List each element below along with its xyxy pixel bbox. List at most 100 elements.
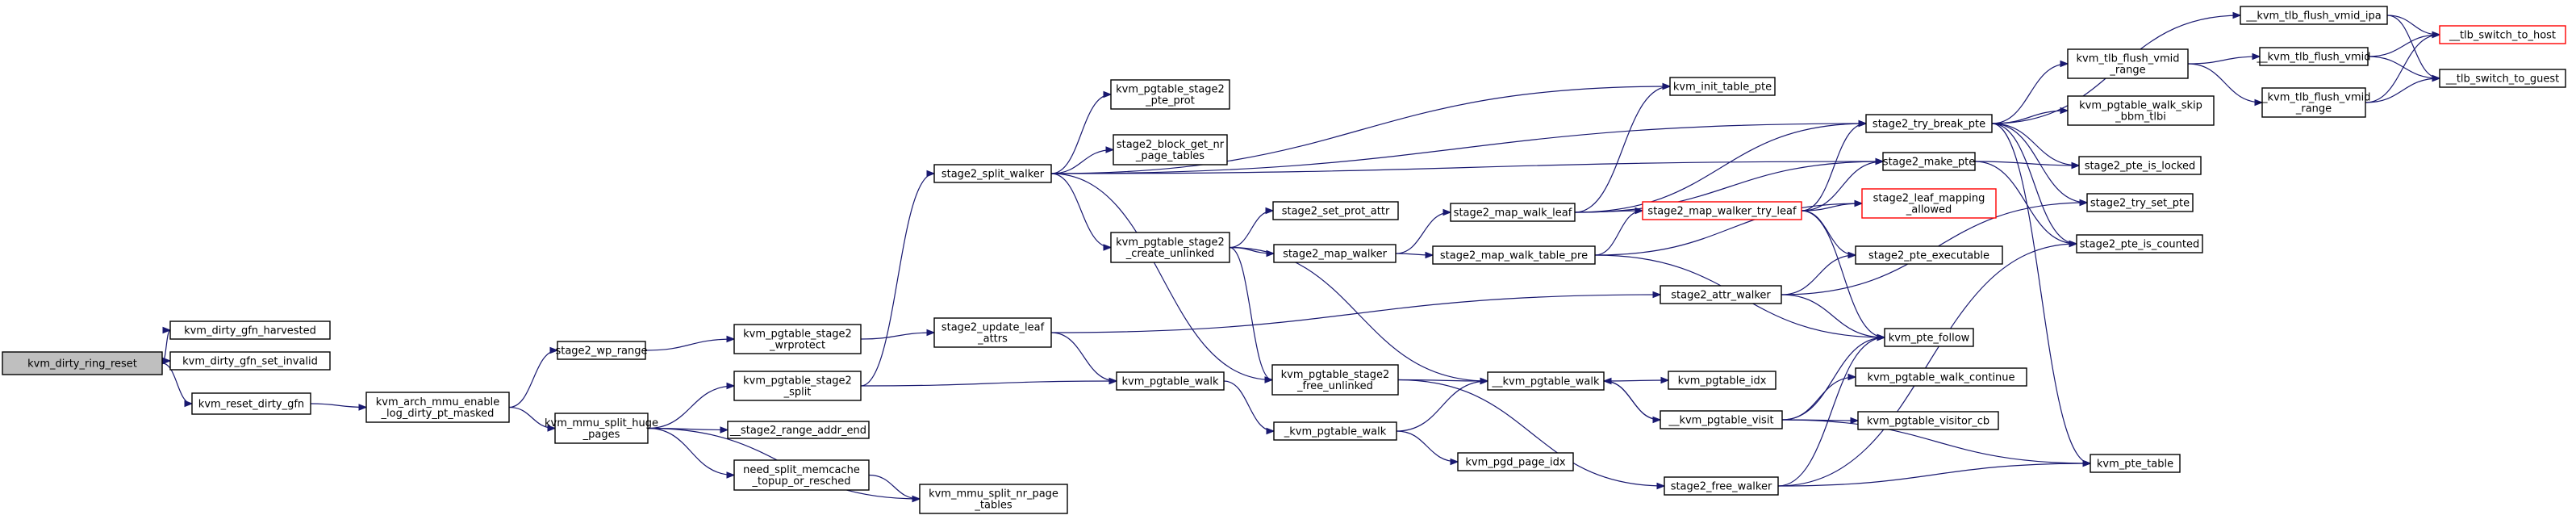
node-box[interactable] [1857, 411, 1999, 430]
node-attr-walker[interactable]: stage2_attr_walker [1660, 285, 1782, 304]
node-box[interactable] [2261, 87, 2366, 118]
node-box[interactable] [1855, 245, 2003, 265]
node-box[interactable] [1273, 244, 1397, 263]
node-box[interactable] [1664, 476, 1779, 496]
node-harvested[interactable]: kvm_dirty_gfn_harvested [169, 320, 331, 340]
node-split[interactable]: kvm_pgtable_stage2_split [733, 371, 862, 401]
node-try-set-pte[interactable]: stage2_try_set_pte [2086, 193, 2194, 212]
node-box[interactable] [2086, 193, 2194, 212]
node-root[interactable]: kvm_dirty_ring_reset [2, 351, 163, 375]
node-box[interactable] [2067, 95, 2215, 126]
node-pte-executable[interactable]: stage2_pte_executable [1855, 245, 2003, 265]
node-free-walker[interactable]: stage2_free_walker [1664, 476, 1779, 496]
node-box[interactable] [1272, 201, 1399, 220]
node-split-nr[interactable]: kvm_mmu_split_nr_page_tables [919, 484, 1068, 514]
node-box[interactable] [1861, 188, 1997, 219]
node-box[interactable] [1660, 410, 1783, 429]
node-switch-to-guest[interactable]: __tlb_switch_to_guest [2439, 69, 2566, 88]
node-box[interactable] [2439, 25, 2566, 44]
node-pte-is-counted[interactable]: stage2_pte_is_counted [2076, 234, 2203, 253]
node-box[interactable] [919, 484, 1068, 514]
node-box[interactable] [1668, 371, 1776, 390]
node-box[interactable] [557, 341, 646, 360]
node-map-walker[interactable]: stage2_map_walker [1273, 244, 1397, 263]
node-pte-is-locked[interactable]: stage2_pte_is_locked [2078, 156, 2202, 175]
node-update-leaf[interactable]: stage2_update_leaf_attrs [933, 317, 1052, 348]
node-box[interactable] [733, 371, 862, 401]
node-walk-continue[interactable]: kvm_pgtable_walk_continue [1855, 367, 2027, 387]
node-box[interactable] [1669, 77, 1776, 96]
node-box[interactable] [2439, 69, 2566, 88]
node-split-huge[interactable]: kvm_mmu_split_huge_pages [545, 413, 658, 444]
node-box[interactable] [2067, 48, 2189, 79]
node-box[interactable] [2090, 454, 2181, 473]
node-box[interactable] [1642, 201, 1802, 220]
node-box[interactable] [1865, 114, 1993, 133]
node-box[interactable] [933, 164, 1052, 183]
node-wrprotect[interactable]: kvm_pgtable_stage2_wrprotect [733, 324, 862, 354]
node-box[interactable] [191, 392, 311, 415]
node-box[interactable] [1457, 452, 1574, 471]
node-visitor-cb[interactable]: kvm_pgtable_visitor_cb [1857, 411, 1999, 430]
node-split-walker[interactable]: stage2_split_walker [933, 164, 1052, 183]
node-box[interactable] [733, 324, 862, 354]
node-set-invalid[interactable]: kvm_dirty_gfn_set_invalid [169, 351, 331, 371]
node-pte-table[interactable]: kvm_pte_table [2090, 454, 2181, 473]
node-box[interactable] [1113, 134, 1228, 165]
node-box[interactable] [2078, 156, 2202, 175]
node-box[interactable] [727, 421, 870, 439]
node-pte-follow[interactable]: kvm_pte_follow [1884, 328, 1974, 347]
node-kvm-pgtable-walk-[interactable]: _kvm_pgtable_walk [1273, 421, 1397, 441]
node-pgtable-walk[interactable]: kvm_pgtable_walk [1116, 371, 1225, 391]
node-init-table-pte[interactable]: kvm_init_table_pte [1669, 77, 1776, 96]
node-map-walker-try-leaf[interactable]: stage2_map_walker_try_leaf [1642, 201, 1802, 220]
node-tlb-flush-vmid[interactable]: __kvm_tlb_flush_vmid [2256, 47, 2371, 66]
node-pgd-page-idx[interactable]: kvm_pgd_page_idx [1457, 452, 1574, 471]
node-tlb-flush-vmid-range[interactable]: __kvm_tlb_flush_vmid_range [2256, 87, 2371, 118]
node-set-prot-attr[interactable]: stage2_set_prot_attr [1272, 201, 1399, 220]
node-box[interactable] [1273, 421, 1397, 441]
node-map-walk-leaf[interactable]: stage2_map_walk_leaf [1450, 203, 1576, 222]
node-free-unlinked[interactable]: kvm_pgtable_stage2_free_unlinked [1271, 364, 1399, 396]
node-walk-skip[interactable]: kvm_pgtable_walk_skip_bbm_tlbi [2067, 95, 2215, 126]
node-box[interactable] [169, 351, 331, 371]
node-tlb-flush-ipa[interactable]: __kvm_tlb_flush_vmid_ipa [2240, 6, 2388, 25]
node-leaf-mapping[interactable]: stage2_leaf_mapping_allowed [1861, 188, 1997, 219]
node-box[interactable] [554, 413, 649, 444]
node-box[interactable] [1487, 371, 1605, 391]
node-box[interactable] [1271, 364, 1399, 396]
node-box[interactable] [1110, 232, 1230, 263]
node-create-unlinked[interactable]: kvm_pgtable_stage2_create_unlinked [1110, 232, 1230, 263]
node-box[interactable] [1882, 152, 1976, 171]
node-try-break-pte[interactable]: stage2_try_break_pte [1865, 114, 1993, 133]
node-box[interactable] [169, 320, 331, 340]
node-box[interactable] [1450, 203, 1576, 222]
node-pgtable-idx[interactable]: kvm_pgtable_idx [1668, 371, 1776, 390]
node-arch-enable[interactable]: kvm_arch_mmu_enable_log_dirty_pt_masked [365, 392, 510, 423]
node-box[interactable] [2259, 47, 2369, 66]
node-pgtable-visit[interactable]: __kvm_pgtable_visit [1660, 410, 1783, 429]
node-map-walk-table-pre[interactable]: stage2_map_walk_table_pre [1432, 245, 1596, 265]
node-box[interactable] [1116, 371, 1225, 391]
node-make-pte[interactable]: stage2_make_pte [1882, 152, 1976, 171]
node-pte-prot[interactable]: kvm_pgtable_stage2_pte_prot [1110, 79, 1230, 110]
node-box[interactable] [1432, 245, 1596, 265]
node-box[interactable] [1855, 367, 2027, 387]
node-box[interactable] [933, 317, 1052, 348]
node-switch-to-host[interactable]: __tlb_switch_to_host [2439, 25, 2566, 44]
node-box[interactable] [365, 392, 510, 423]
node-wp-range[interactable]: stage2_wp_range [555, 341, 648, 360]
node-box[interactable] [733, 459, 870, 491]
node-range-addr-end[interactable]: __stage2_range_addr_end [727, 421, 870, 439]
node-box[interactable] [1660, 285, 1782, 304]
node-block-get-nr[interactable]: stage2_block_get_nr_page_tables [1113, 134, 1228, 165]
node-reset-dirty[interactable]: kvm_reset_dirty_gfn [191, 392, 311, 415]
node-box[interactable] [2, 351, 163, 375]
node-box[interactable] [1110, 79, 1230, 110]
node-kvm-pgtable-walk--[interactable]: __kvm_pgtable_walk [1487, 371, 1605, 391]
node-need-split[interactable]: need_split_memcache_topup_or_resched [733, 459, 870, 491]
node-box[interactable] [2240, 6, 2388, 25]
node-box[interactable] [2076, 234, 2203, 253]
node-box[interactable] [1884, 328, 1974, 347]
node-tlb-flush-range[interactable]: kvm_tlb_flush_vmid_range [2067, 48, 2189, 79]
